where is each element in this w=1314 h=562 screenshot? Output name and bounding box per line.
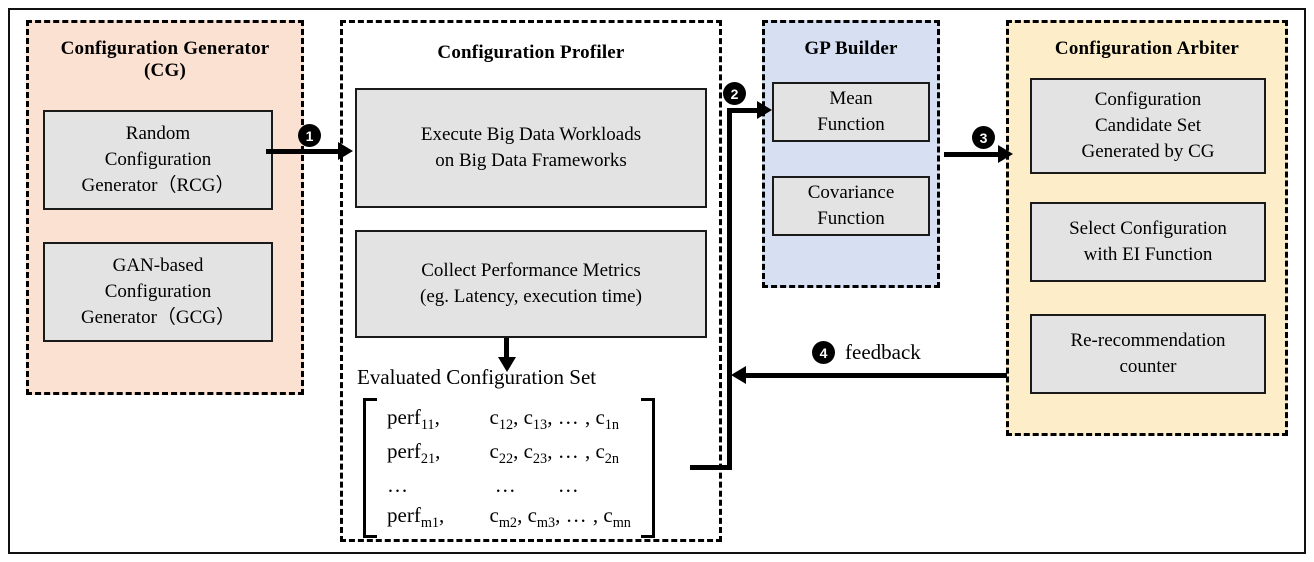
candidate-line-1: Configuration	[1094, 88, 1202, 110]
edge-1-line	[266, 149, 340, 154]
edge-2-line-vertical	[727, 108, 732, 468]
gcg-line-1: GAN-based	[112, 254, 204, 276]
select-line-2: with EI Function	[1083, 244, 1213, 265]
box-re-recommendation-counter[interactable]: Re-recommendation counter	[1030, 314, 1266, 394]
matrix-row: perf21, c22, c23, … , c2n	[387, 438, 620, 468]
figure-outer-frame	[8, 8, 1306, 554]
panel-gp-builder-title: GP Builder	[762, 38, 940, 60]
arbiter-title-line-1: Configuration Arbiter	[1054, 38, 1240, 59]
gcg-line-2: Configuration	[104, 280, 212, 302]
box-collect-performance-metrics[interactable]: Collect Performance Metrics (eg. Latency…	[355, 230, 707, 338]
evaluated-configuration-set-label: Evaluated Configuration Set	[357, 365, 597, 389]
box-mean-function[interactable]: Mean Function	[772, 82, 930, 142]
panel-configuration-arbiter-title: Configuration Arbiter	[1006, 38, 1288, 60]
box-select-configuration[interactable]: Select Configuration with EI Function	[1030, 202, 1266, 282]
rcg-line-3: Generator（RCG）	[81, 175, 235, 197]
collect-line-1: Collect Performance Metrics	[421, 259, 641, 281]
rerec-line-1: Re-recommendation	[1070, 329, 1226, 351]
select-line-1: Select Configuration	[1069, 217, 1227, 239]
arrow-collect-to-evaluated-line	[504, 338, 509, 359]
edge-1-number-badge: 1	[298, 124, 321, 147]
edge-1-arrow-head	[338, 142, 353, 160]
edge-2-line-into-mean	[727, 108, 763, 113]
execute-line-2: on Big Data Frameworks	[435, 150, 627, 171]
box-configuration-candidate-set[interactable]: Configuration Candidate Set Generated by…	[1030, 78, 1266, 174]
covariance-line-1: Covariance	[807, 181, 895, 203]
covariance-line-2: Function	[817, 208, 885, 229]
profiler-title-line-1: Configuration Profiler	[437, 42, 625, 63]
rcg-line-2: Configuration	[104, 148, 212, 170]
edge-3-arrow-head	[998, 145, 1013, 163]
cg-title-line-2: (CG)	[144, 59, 186, 81]
matrix-bracket-right	[640, 398, 655, 539]
collect-line-2: (eg. Latency, execution time)	[420, 286, 642, 307]
gp-title-line-1: GP Builder	[804, 38, 898, 59]
edge-4-feedback-arrow-head	[731, 366, 746, 384]
edge-4-number-badge: 4	[812, 341, 835, 364]
candidate-line-3: Generated by CG	[1081, 141, 1215, 163]
candidate-line-2: Candidate Set	[1094, 114, 1202, 136]
edge-4-feedback-line	[745, 373, 1007, 378]
matrix-row: perf11, c12, c13, … , c1n	[387, 405, 620, 434]
rcg-line-1: Random	[125, 122, 191, 144]
mean-line-2: Function	[817, 114, 885, 135]
matrix-row: perfm1, cm2, cm3, … , cmn	[387, 503, 631, 532]
rerec-line-2: counter	[1119, 356, 1177, 377]
matrix-rows: perf11, c12, c13, … , c1n perf21, c22, c…	[377, 398, 641, 538]
box-random-configuration-generator[interactable]: Random Configuration Generator（RCG）	[43, 110, 273, 210]
matrix-bracket-left	[363, 398, 377, 539]
panel-configuration-generator-title: Configuration Generator (CG)	[26, 38, 304, 82]
cg-title-line-1: Configuration Generator	[60, 38, 270, 59]
edge-2-arrow-head	[757, 101, 772, 119]
box-execute-big-data-workloads[interactable]: Execute Big Data Workloads on Big Data F…	[355, 88, 707, 208]
matrix-row: … … …	[387, 472, 579, 497]
mean-line-1: Mean	[829, 87, 873, 109]
panel-configuration-profiler-title: Configuration Profiler	[340, 42, 722, 64]
arrow-collect-to-evaluated-head	[498, 357, 516, 372]
box-covariance-function[interactable]: Covariance Function	[772, 176, 930, 236]
execute-line-1: Execute Big Data Workloads	[420, 123, 642, 145]
edge-2-line-from-matrix	[690, 465, 732, 470]
edge-2-number-badge: 2	[723, 82, 746, 105]
edge-3-line	[944, 152, 1002, 157]
panel-gp-builder	[762, 20, 940, 288]
edge-4-label: feedback	[845, 340, 921, 364]
edge-3-number-badge: 3	[972, 126, 995, 149]
evaluated-configuration-matrix: perf11, c12, c13, … , c1n perf21, c22, c…	[363, 398, 655, 539]
box-gan-based-configuration-generator[interactable]: GAN-based Configuration Generator（GCG）	[43, 242, 273, 342]
gcg-line-3: Generator（GCG）	[80, 307, 236, 329]
